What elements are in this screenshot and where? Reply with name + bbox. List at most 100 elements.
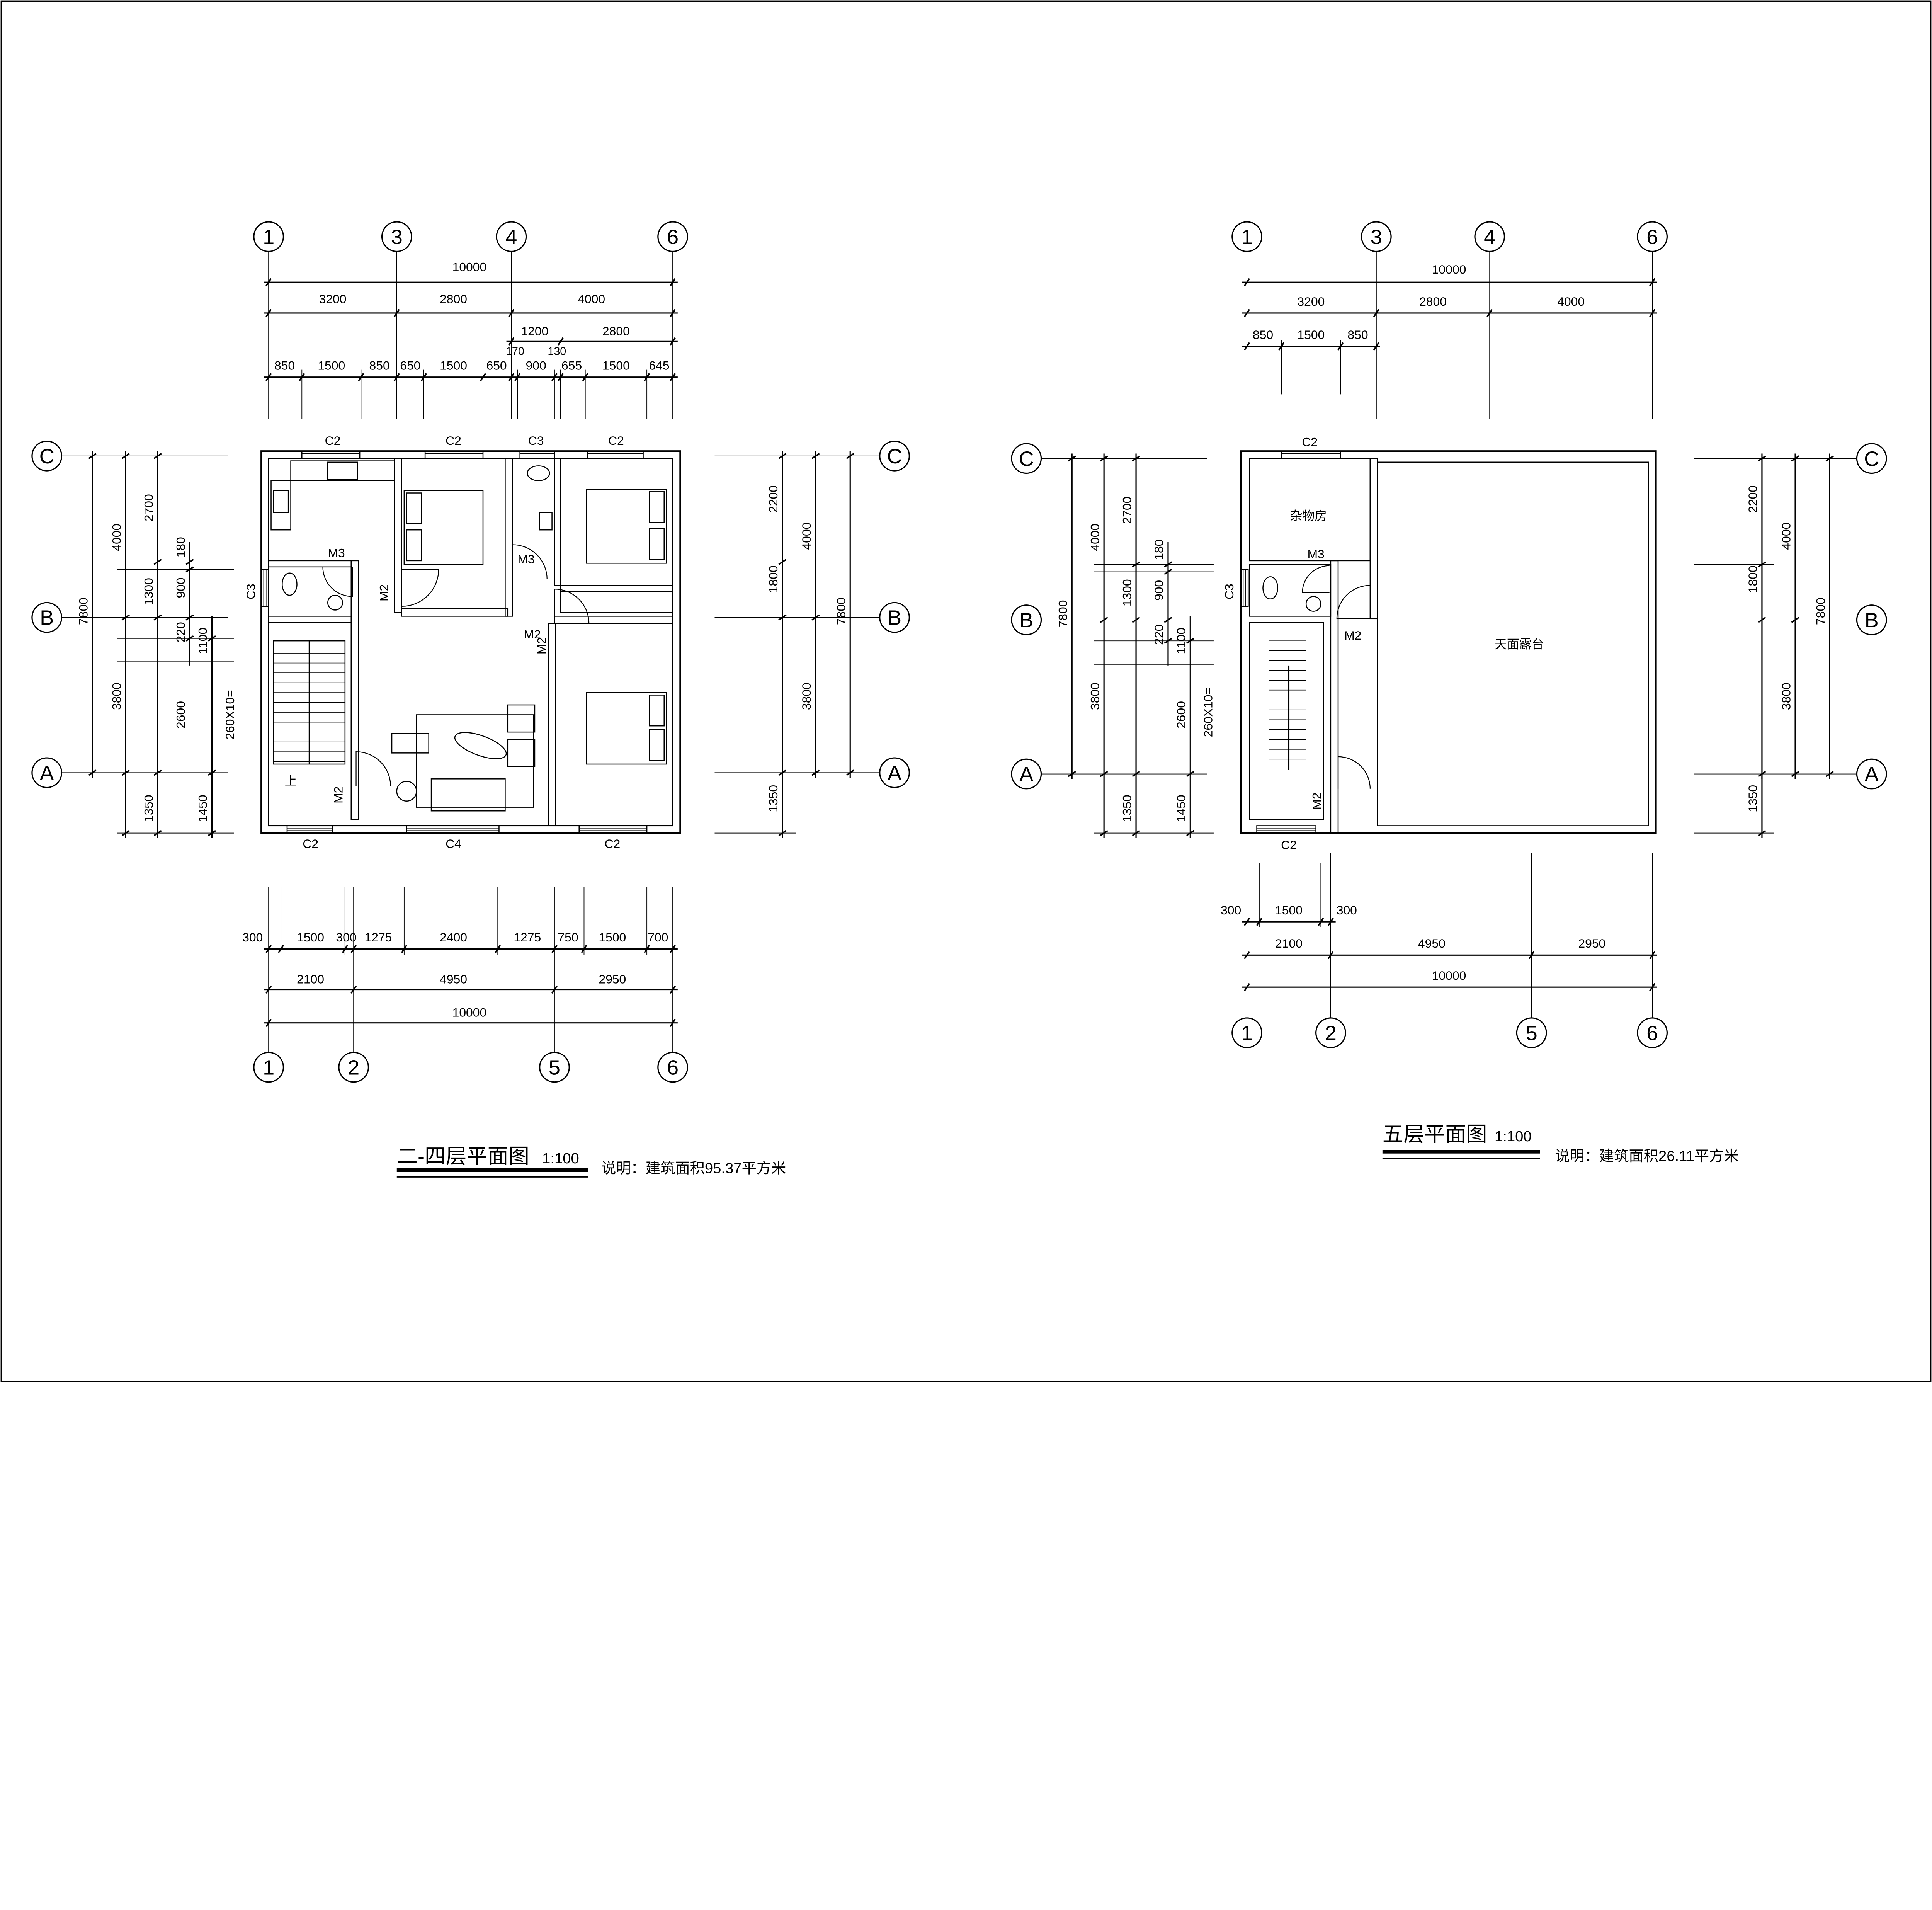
- axis-bubble: [253, 221, 284, 252]
- dimension-text: 2100: [297, 972, 324, 986]
- dimension-tick: [508, 309, 515, 317]
- dimension-text: 1350: [766, 785, 780, 812]
- dimension-tick: [153, 453, 162, 459]
- axis-bubble: [338, 1052, 369, 1083]
- dimension-tick: [581, 945, 587, 953]
- dimension-tick: [121, 769, 130, 776]
- bed-icon: [586, 692, 667, 765]
- dimension-text: 700: [648, 930, 668, 944]
- dimension-text: 10000: [1432, 969, 1466, 982]
- dimension-tick: [670, 337, 676, 346]
- dimension-tick: [350, 985, 357, 994]
- stove-icon: [327, 461, 358, 480]
- axis-bubble: [1856, 758, 1887, 790]
- dimension-tick: [670, 373, 676, 381]
- plan-scale: 1:100: [1495, 1128, 1532, 1145]
- window-label: C2: [446, 434, 461, 448]
- dimension-tick: [495, 945, 501, 953]
- area-note: 说明：建筑面积26.11平方米: [1555, 1148, 1738, 1164]
- dimension-tick: [265, 373, 272, 381]
- dimension-tick: [670, 309, 676, 317]
- coffee-table-icon: [454, 732, 507, 759]
- interior-wall: [401, 608, 509, 617]
- axis-label: 1: [263, 1056, 274, 1079]
- dimension-text: 655: [561, 359, 582, 373]
- axis-label: C: [1864, 447, 1879, 470]
- toilet-icon: [281, 572, 298, 596]
- dimension-text: 850: [369, 359, 390, 373]
- dimension-text: 1275: [364, 930, 392, 944]
- axis-label: 6: [1646, 225, 1658, 249]
- door-label: M3: [328, 546, 345, 560]
- dimension-tick: [811, 769, 820, 776]
- dimension-text: 220: [1152, 625, 1166, 645]
- dimension-text: 1450: [1174, 795, 1188, 822]
- armchair-icon: [507, 704, 536, 733]
- pillow-icon: [649, 528, 665, 560]
- dimension-tick: [1244, 342, 1250, 351]
- dimension-text: 2800: [602, 324, 630, 338]
- interior-wall: [350, 560, 359, 820]
- window-label: C2: [1281, 838, 1297, 852]
- axis-label: 5: [549, 1056, 560, 1079]
- dimension-tick: [811, 614, 820, 621]
- axis-label: B: [1865, 609, 1879, 632]
- dimension-tick: [514, 373, 521, 381]
- interior-wall: [548, 623, 556, 826]
- dimension-tick: [1791, 455, 1799, 462]
- dimension-text: 2100: [1275, 936, 1303, 950]
- dimension-text: 3800: [1779, 683, 1793, 710]
- window: [1256, 825, 1316, 834]
- dimension-text: 220: [173, 622, 187, 642]
- dimension-tick: [1244, 309, 1250, 317]
- dimension-text: 1450: [196, 795, 210, 822]
- dimension-tick: [265, 278, 272, 286]
- dimension-tick: [1100, 616, 1108, 623]
- window-label: C3: [244, 584, 258, 599]
- dimension-tick: [778, 830, 787, 836]
- window-label: C2: [303, 837, 318, 851]
- dimension-text: 2600: [173, 701, 187, 729]
- dimension-text: 3800: [1088, 683, 1102, 710]
- dimension-text: 650: [486, 359, 507, 373]
- stair-up-label: 上: [285, 774, 297, 788]
- axis-bubble: [1361, 221, 1392, 252]
- door-label: M3: [517, 552, 534, 566]
- axis-bubble: [1231, 1017, 1262, 1049]
- dimension-tick: [1327, 918, 1334, 926]
- dimension-tick: [557, 373, 564, 381]
- window: [301, 450, 361, 459]
- axis-bubble: [657, 221, 688, 252]
- door-m2-swing: [1337, 756, 1371, 789]
- kitchen-counter: [290, 460, 395, 481]
- dimension-text: 1500: [440, 359, 467, 373]
- window: [519, 450, 555, 459]
- dimension-text: 260X10=: [1201, 688, 1215, 737]
- axis-bubble: [31, 602, 63, 633]
- window: [1281, 450, 1341, 459]
- dimension-tick: [121, 614, 130, 621]
- axis-bubble: [879, 602, 910, 633]
- dimension-tick: [1649, 983, 1656, 991]
- dimension-tick: [121, 453, 130, 459]
- axis-bubble: [1637, 1017, 1668, 1049]
- dimension-tick: [1373, 309, 1379, 317]
- window-label: C3: [528, 434, 544, 448]
- dimension-tick: [557, 337, 564, 346]
- dimension-tick: [1068, 455, 1076, 462]
- dimension-tick: [358, 373, 364, 381]
- toilet-icon: [1262, 576, 1279, 600]
- window: [260, 569, 269, 607]
- dimension-text: 2950: [599, 972, 626, 986]
- room-label-roof-terrace: 天面露台: [1495, 637, 1544, 651]
- axis-label: 1: [1241, 225, 1253, 249]
- dimension-text: 1100: [196, 628, 210, 654]
- dimension-tick: [811, 453, 820, 459]
- dimension-text: 750: [558, 930, 578, 944]
- exterior-wall-outer: [1240, 450, 1657, 834]
- dimension-text: 10000: [1432, 262, 1466, 276]
- pillow-icon: [406, 492, 422, 524]
- dimension-tick: [670, 1019, 676, 1027]
- dimension-text: 3800: [799, 683, 813, 710]
- dimension-text: 1500: [297, 930, 324, 944]
